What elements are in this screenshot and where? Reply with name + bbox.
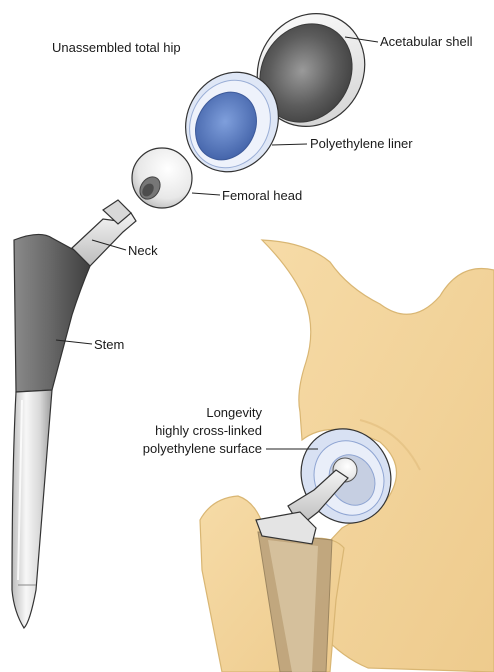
acetabular-shell-label: Acetabular shell: [380, 34, 473, 49]
figure-title: Unassembled total hip: [52, 40, 181, 55]
femoral-head: [132, 148, 192, 208]
femoral-head-label: Femoral head: [222, 188, 302, 203]
polyethylene-liner-leader: [272, 144, 307, 145]
femoral-head-leader: [192, 193, 220, 195]
polyethylene-liner-label: Polyethylene liner: [310, 136, 413, 151]
longevity-label-line1: Longevity: [206, 405, 262, 420]
longevity-label-line2: highly cross-linked: [155, 423, 262, 438]
longevity-label-line3: polyethylene surface: [143, 441, 262, 456]
femoral-stem: [12, 200, 136, 628]
neck-label: Neck: [128, 243, 158, 258]
stem-label: Stem: [94, 337, 124, 352]
